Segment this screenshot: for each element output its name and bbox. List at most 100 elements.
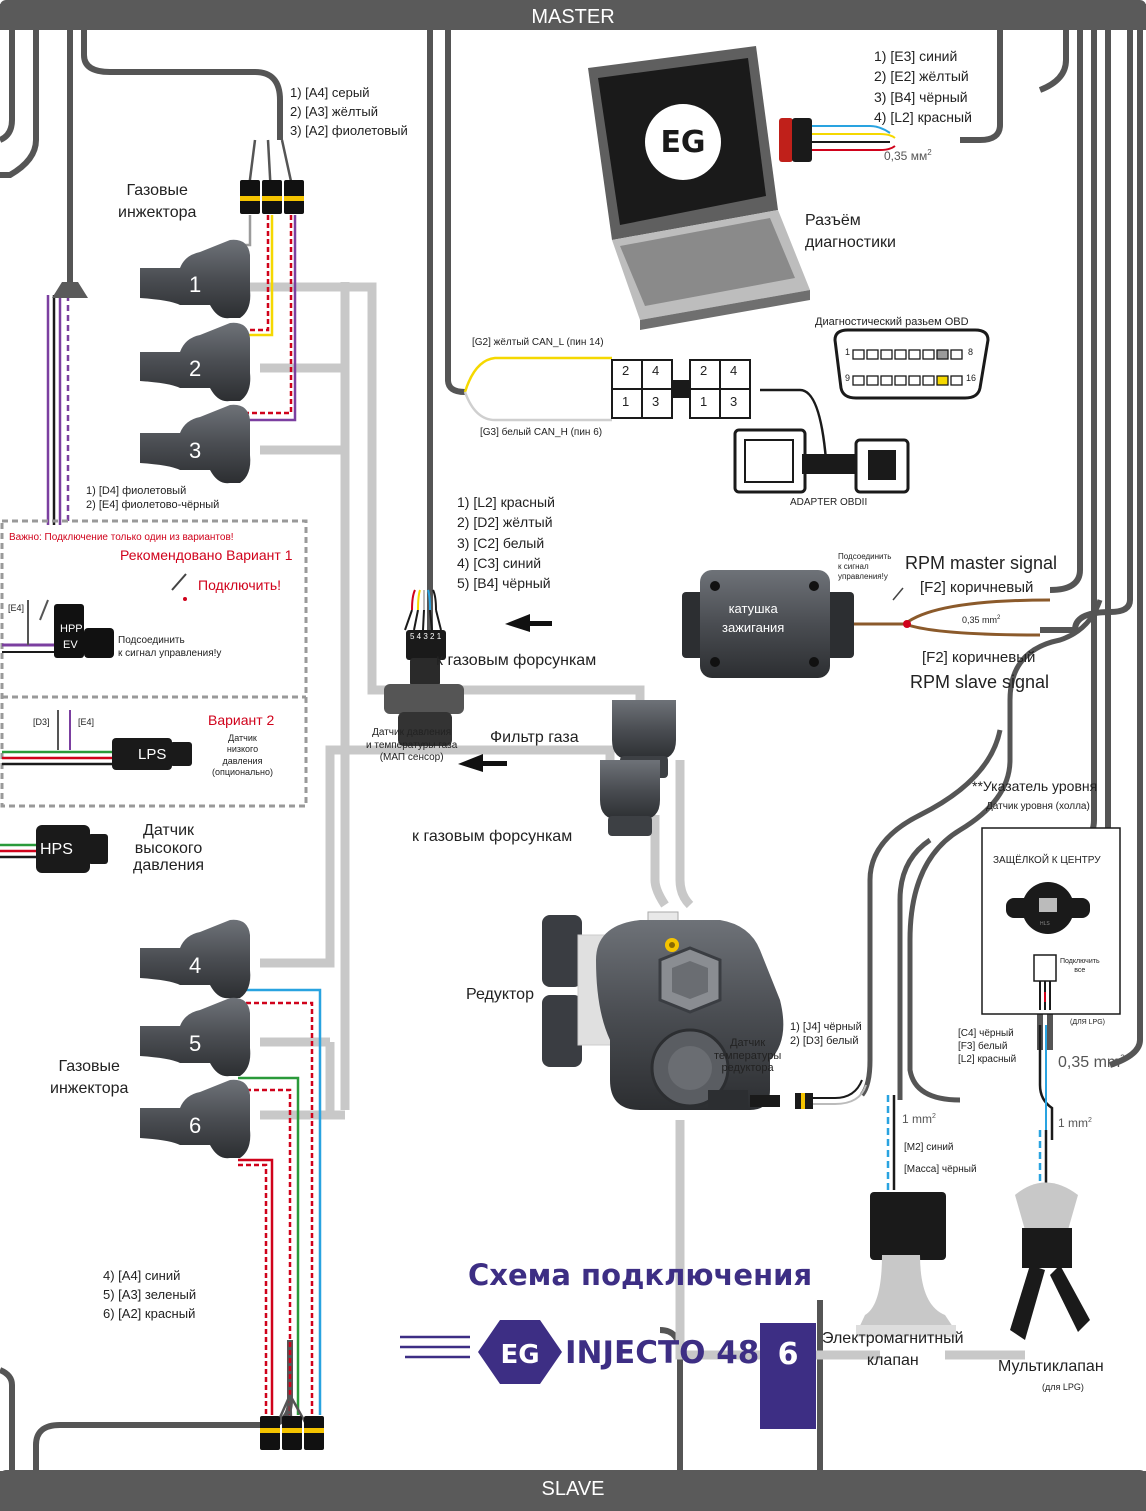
cylinders-badge: 6 xyxy=(760,1323,816,1429)
variant2-e4: [E4] xyxy=(78,717,95,727)
valve-ground: [Масса] чёрный xyxy=(904,1164,977,1175)
level-subtitle: Датчик уровня (холла) xyxy=(986,801,1090,812)
level-center-note: ЗАЩЁЛКОЙ К ЦЕНТРУ xyxy=(993,855,1101,866)
footer-logo: EG xyxy=(400,1320,562,1384)
filter-label: Фильтр газа xyxy=(490,729,579,746)
level-wires: [C4] чёрный[F3] белый[L2] красный xyxy=(958,1028,1017,1065)
can-l-label: [G2] жёлтый CAN_L (пин 14) xyxy=(472,337,604,348)
obd-pin16: 16 xyxy=(966,373,977,383)
map-sensor-graphic xyxy=(384,589,464,746)
svg-text:EG: EG xyxy=(500,1340,539,1370)
reducer-label: Редуктор xyxy=(466,986,534,1003)
obd-title: Диагностический разьем OBD xyxy=(815,316,969,328)
coil-graphic xyxy=(682,570,1051,678)
block-a-pin-1: 1 xyxy=(622,394,630,409)
rpm-master-label: RPM master signal xyxy=(905,553,1058,573)
coil-section: 0,35 mm2 xyxy=(962,615,1001,625)
diagram-title: Схема подключения xyxy=(468,1258,813,1292)
rpm-slave-wire: [F2] коричневый xyxy=(922,649,1036,666)
multivalve-section: 1 mm2 xyxy=(1058,1116,1092,1130)
bottom-injector-wires xyxy=(238,988,322,1441)
multivalve-sub: (для LPG) xyxy=(1042,1382,1084,1392)
master-bar: MASTER xyxy=(0,4,1146,30)
obd-pin1: 1 xyxy=(845,347,851,357)
block-b-pin-4: 4 xyxy=(730,363,738,378)
rpm-slave-label: RPM slave signal xyxy=(910,672,1050,692)
obd-port xyxy=(833,328,990,400)
top-connectors xyxy=(240,180,304,214)
bottom-connectors xyxy=(260,1416,324,1450)
injector-6-number: 6 xyxy=(189,1113,202,1138)
variant1-title: Рекомендовано Вариант 1 xyxy=(120,547,293,563)
level-lpg: (ДЛЯ LPG) xyxy=(1070,1019,1106,1026)
arrows xyxy=(458,614,552,772)
variants-box xyxy=(0,519,308,808)
variant1-graphic xyxy=(2,573,187,658)
ev-tag: EV xyxy=(63,639,78,651)
variant-warning: Важно: Подключение только один из вариан… xyxy=(9,532,234,543)
level-section: 0,35 mm2 xyxy=(1058,1053,1125,1071)
multivalve-label: Мультиклапан xyxy=(998,1358,1104,1375)
variant1-e4: [E4] xyxy=(8,603,25,613)
injector-1-number: 1 xyxy=(189,272,202,297)
gas-filters xyxy=(600,700,676,836)
hps-graphic xyxy=(0,825,108,873)
level-box xyxy=(981,827,1121,1140)
valve-section: 1 mm2 xyxy=(902,1112,936,1126)
hpp-wires xyxy=(46,295,70,525)
block-b-pin-1: 1 xyxy=(700,394,708,409)
brand-name: INJECTO 48 xyxy=(565,1335,760,1371)
obd-pin9: 9 xyxy=(845,373,851,383)
variant2-graphic xyxy=(2,710,192,770)
hls-tag: HLS xyxy=(1040,921,1050,927)
variant2-d3: [D3] xyxy=(33,717,50,727)
lps-tag: LPS xyxy=(138,746,167,763)
obd-blocks xyxy=(611,359,751,419)
hpp-tag: HPP xyxy=(60,623,83,635)
to-injectors-label-2: к газовым форсункам xyxy=(412,828,573,845)
obd-adapter xyxy=(733,428,910,494)
block-b-pin-2: 2 xyxy=(700,363,708,378)
map-pins: 5 4 3 2 1 xyxy=(410,632,442,641)
obd-pin8: 8 xyxy=(968,347,974,357)
injector-3-number: 3 xyxy=(189,438,202,463)
slave-bar: SLAVE xyxy=(0,1471,1146,1511)
diag-section: 0,35 мм2 xyxy=(884,148,932,163)
can-h-label: [G3] белый CAN_H (пин 6) xyxy=(480,427,603,438)
solenoid-valve xyxy=(856,1095,956,1337)
gas-pipes xyxy=(250,282,1025,1360)
block-b-pin-3: 3 xyxy=(730,394,738,409)
valve-m2: [M2] синий xyxy=(904,1142,954,1153)
hps-tag: HPS xyxy=(40,841,73,858)
multivalve-graphic xyxy=(1010,1130,1090,1340)
injector-5-number: 5 xyxy=(189,1031,202,1056)
slave-harness xyxy=(0,1300,823,1470)
variant1-connect: Подключить! xyxy=(198,577,282,593)
injectors xyxy=(140,239,251,1159)
obd-pins xyxy=(852,349,963,386)
laptop-graphic: EG xyxy=(588,46,810,330)
diag-connector-graphic xyxy=(779,118,896,162)
injector-2-number: 2 xyxy=(189,356,202,381)
reducer-graphic xyxy=(542,911,867,1110)
injector-4-number: 4 xyxy=(189,953,202,978)
adapter-label: ADAPTER OBDII xyxy=(790,497,868,508)
variant2-title: Вариант 2 xyxy=(208,712,275,728)
to-injectors-label-1: к газовым форсункам xyxy=(436,652,597,669)
